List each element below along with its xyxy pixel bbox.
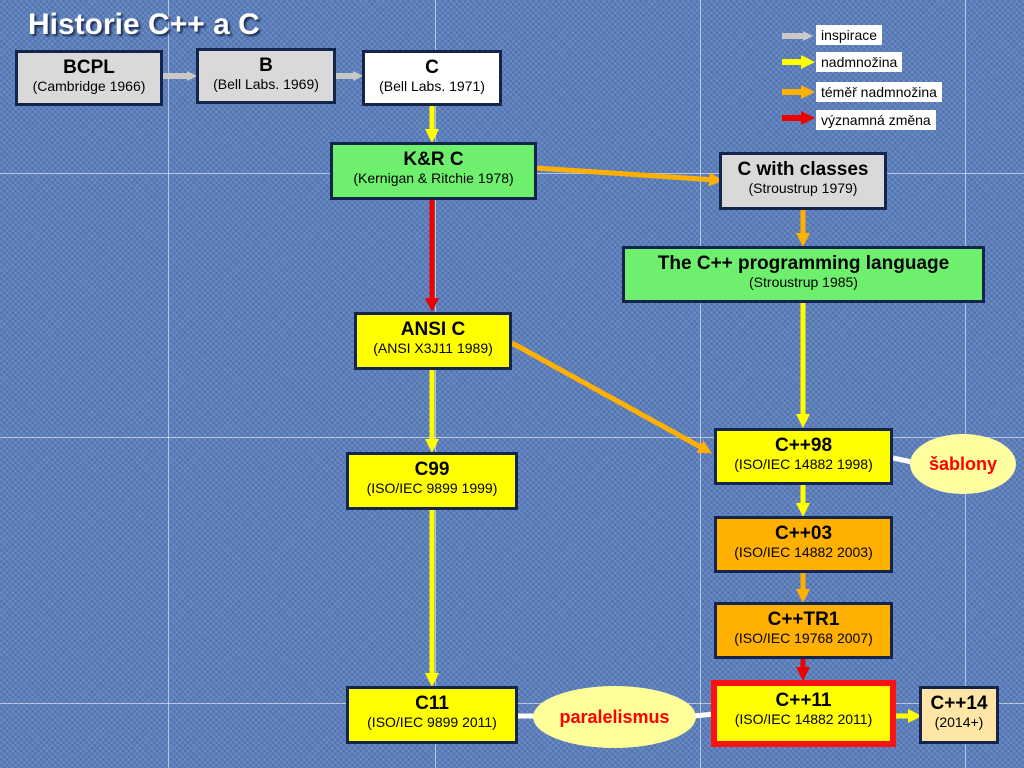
node-name: C++98 bbox=[774, 435, 833, 456]
node-name: C99 bbox=[414, 459, 450, 480]
connector-sablony bbox=[892, 455, 913, 465]
arrow-ansic-cpp98 bbox=[510, 340, 713, 454]
node-sub: (Stroustrup 1979) bbox=[748, 180, 858, 196]
node-name: C with classes bbox=[737, 159, 869, 180]
node-sub: (Bell Labs. 1971) bbox=[379, 78, 485, 94]
node-c11: C11 (ISO/IEC 9899 2011) bbox=[346, 686, 518, 744]
node-name: C11 bbox=[415, 693, 449, 714]
node-name: C++14 bbox=[930, 693, 988, 714]
node-name: K&R C bbox=[403, 149, 464, 170]
node-bcpl: BCPL (Cambridge 1966) bbox=[15, 50, 163, 106]
page-title: Historie C++ a C bbox=[28, 8, 260, 41]
node-sub: (2014+) bbox=[934, 714, 984, 730]
legend-inspirace: inspirace bbox=[816, 25, 883, 45]
node-sub: (Bell Labs. 1969) bbox=[213, 76, 319, 92]
node-sub: (Cambridge 1966) bbox=[32, 78, 146, 94]
legend-vyznamna-zmena: významná změna bbox=[816, 110, 936, 130]
connector-paral-right bbox=[693, 711, 715, 719]
node-name: B bbox=[259, 55, 273, 76]
node-sub: (ISO/IEC 14882 2011) bbox=[734, 711, 873, 727]
node-name: C++11 bbox=[775, 690, 832, 711]
node-name: ANSI C bbox=[400, 319, 466, 340]
node-krc: K&R C (Kernigan & Ritchie 1978) bbox=[330, 142, 537, 200]
node-sub: (ISO/IEC 9899 1999) bbox=[366, 480, 498, 496]
node-name: C bbox=[425, 57, 439, 78]
grid-line bbox=[0, 437, 1024, 438]
node-c: C (Bell Labs. 1971) bbox=[362, 50, 502, 106]
grid-line bbox=[435, 0, 436, 768]
legend-nadmnozina: nadmnožina bbox=[816, 52, 903, 72]
node-sub: (ISO/IEC 14882 1998) bbox=[734, 456, 873, 472]
node-name: C++TR1 bbox=[767, 609, 840, 630]
node-cpp03: C++03 (ISO/IEC 14882 2003) bbox=[714, 516, 893, 573]
grid-line bbox=[965, 0, 966, 768]
node-c99: C99 (ISO/IEC 9899 1999) bbox=[346, 452, 518, 510]
grid-line bbox=[168, 0, 169, 768]
node-cpptr1: C++TR1 (ISO/IEC 19768 2007) bbox=[714, 602, 893, 659]
node-name: C++03 bbox=[774, 523, 833, 544]
node-sub: (ISO/IEC 19768 2007) bbox=[734, 630, 873, 646]
note-sablony: šablony bbox=[910, 434, 1016, 494]
node-name: The C++ programming language bbox=[657, 253, 950, 274]
node-sub: (ISO/IEC 9899 2011) bbox=[367, 714, 497, 730]
node-cpp14: C++14 (2014+) bbox=[919, 686, 999, 744]
arrow-krc-cwc bbox=[535, 165, 723, 187]
grid-line bbox=[700, 0, 701, 768]
node-sub: (Stroustrup 1985) bbox=[749, 274, 858, 290]
note-paralelismus: paralelismus bbox=[533, 686, 696, 748]
legend-temer-nadmnozina: téměř nadmnožina bbox=[816, 82, 942, 102]
node-ansi-c: ANSI C (ANSI X3J11 1989) bbox=[354, 312, 512, 370]
node-cpp98: C++98 (ISO/IEC 14882 1998) bbox=[714, 428, 893, 485]
node-c-with-classes: C with classes (Stroustrup 1979) bbox=[719, 152, 887, 210]
node-sub: (Kernigan & Ritchie 1978) bbox=[353, 170, 514, 186]
node-cpp-programming-language: The C++ programming language (Stroustrup… bbox=[622, 246, 985, 303]
node-sub: (ANSI X3J11 1989) bbox=[373, 340, 493, 356]
node-sub: (ISO/IEC 14882 2003) bbox=[734, 544, 873, 560]
node-cpp11: C++11 (ISO/IEC 14882 2011) bbox=[711, 680, 896, 747]
node-b: B (Bell Labs. 1969) bbox=[196, 48, 336, 104]
node-name: BCPL bbox=[63, 57, 115, 78]
